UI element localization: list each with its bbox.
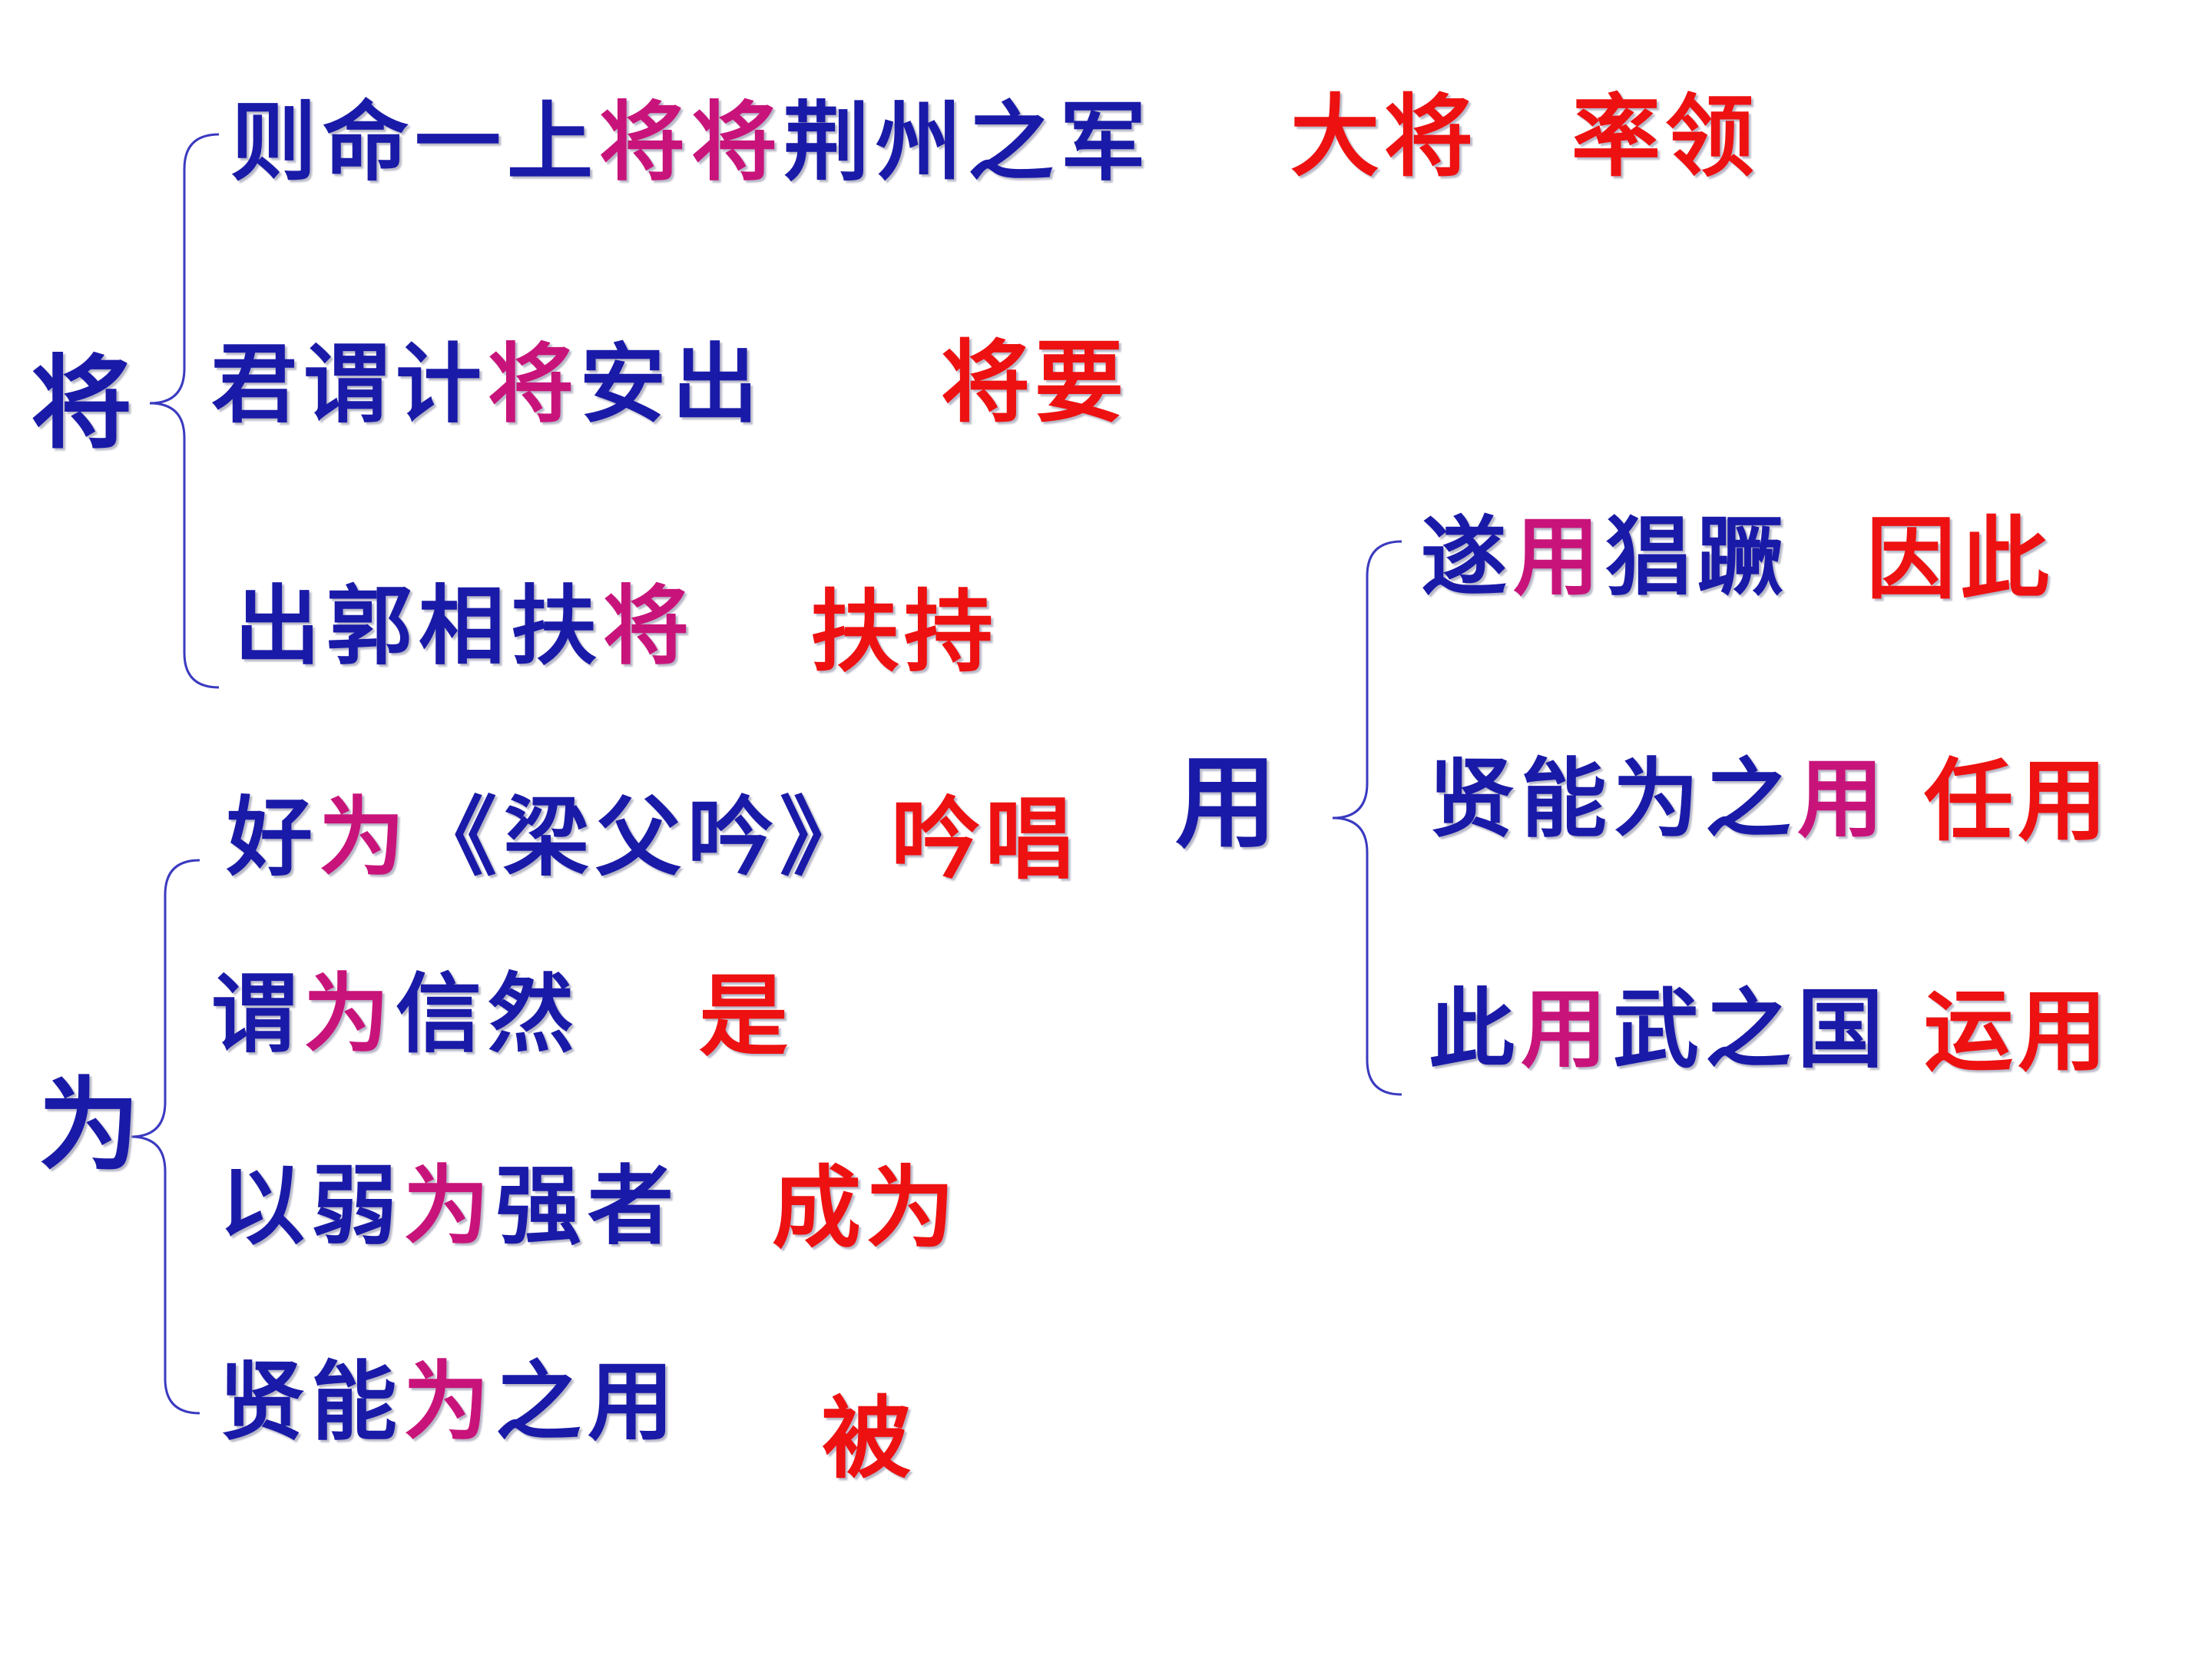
gloss-yong-1: 因此 — [1866, 507, 2054, 611]
curly-bracket-2 — [130, 859, 200, 1415]
sentence-wei-1: 好为《梁父吟》 — [227, 795, 872, 881]
sentence-text: 猖蹶 — [1605, 507, 1790, 608]
target-word: 为 — [403, 1352, 495, 1452]
sentence-jiang-3: 出郭相扶将 — [234, 584, 695, 670]
sentence-text: 安出 — [580, 334, 764, 435]
sentence-yong-2: 贤能为之用 — [1429, 757, 1889, 843]
sentence-text: 荆州之军 — [783, 92, 1152, 193]
keyword-jiang: 将 — [31, 344, 132, 463]
curly-bracket-1 — [149, 133, 220, 689]
sentence-text: 遂 — [1421, 507, 1513, 608]
sentence-yong-3: 此用武之国 — [1429, 987, 1889, 1073]
sentence-text: 信然 — [396, 964, 580, 1065]
target-word: 为 — [303, 964, 396, 1065]
curly-bracket-3 — [1332, 540, 1402, 1096]
sentence-text: 则命一上 — [230, 92, 599, 193]
target-word: 用 — [1513, 507, 1605, 608]
sentence-wei-4: 贤能为之用 — [219, 1359, 680, 1445]
sentence-text: 之用 — [495, 1352, 680, 1452]
sentence-yong-1: 遂用猖蹶 — [1421, 515, 1790, 601]
gloss-yong-3: 运用 — [1924, 979, 2111, 1084]
gloss-jiang-2: 将要 — [941, 330, 1128, 435]
sentence-text: 武之国 — [1613, 979, 1889, 1080]
target-word: 用 — [1521, 979, 1613, 1080]
sentence-wei-2: 谓为信然 — [211, 972, 580, 1058]
sentence-text: 以弱 — [219, 1156, 403, 1257]
sentence-text: 出郭相扶 — [234, 576, 603, 677]
sentence-text: 谓 — [211, 964, 303, 1065]
sentence-text: 君谓计 — [211, 334, 488, 435]
sentence-text: 《梁父吟》 — [411, 787, 872, 888]
target-word: 用 — [1797, 749, 1889, 849]
target-word: 为 — [403, 1156, 495, 1257]
keyword-yong: 用 — [1175, 743, 1277, 863]
target-word: 为 — [319, 787, 411, 888]
sentence-wei-3: 以弱为强者 — [219, 1164, 680, 1250]
sentence-text: 贤能 — [219, 1352, 403, 1452]
sentence-text: 此 — [1429, 979, 1521, 1080]
sentence-jiang-2: 君谓计将安出 — [211, 342, 764, 428]
sentence-text: 贤能为之 — [1429, 749, 1797, 849]
target-word: 将将 — [599, 92, 783, 193]
gloss-wei-4: 被 — [822, 1386, 916, 1491]
sentence-text: 好 — [227, 787, 319, 888]
gloss-jiang-1: 大将 率领 — [1290, 84, 1759, 189]
target-word: 将 — [488, 334, 580, 435]
target-word: 将 — [603, 576, 695, 677]
gloss-yong-2: 任用 — [1924, 749, 2111, 853]
sentence-jiang-1: 则命一上将将荆州之军 — [230, 100, 1152, 186]
gloss-jiang-3: 扶持 — [810, 580, 998, 684]
keyword-wei: 为 — [38, 1066, 140, 1185]
sentence-text: 强者 — [495, 1156, 680, 1257]
gloss-wei-2: 是 — [699, 964, 793, 1068]
gloss-wei-3: 成为 — [772, 1156, 959, 1260]
gloss-wei-1: 吟唱 — [891, 787, 1078, 892]
